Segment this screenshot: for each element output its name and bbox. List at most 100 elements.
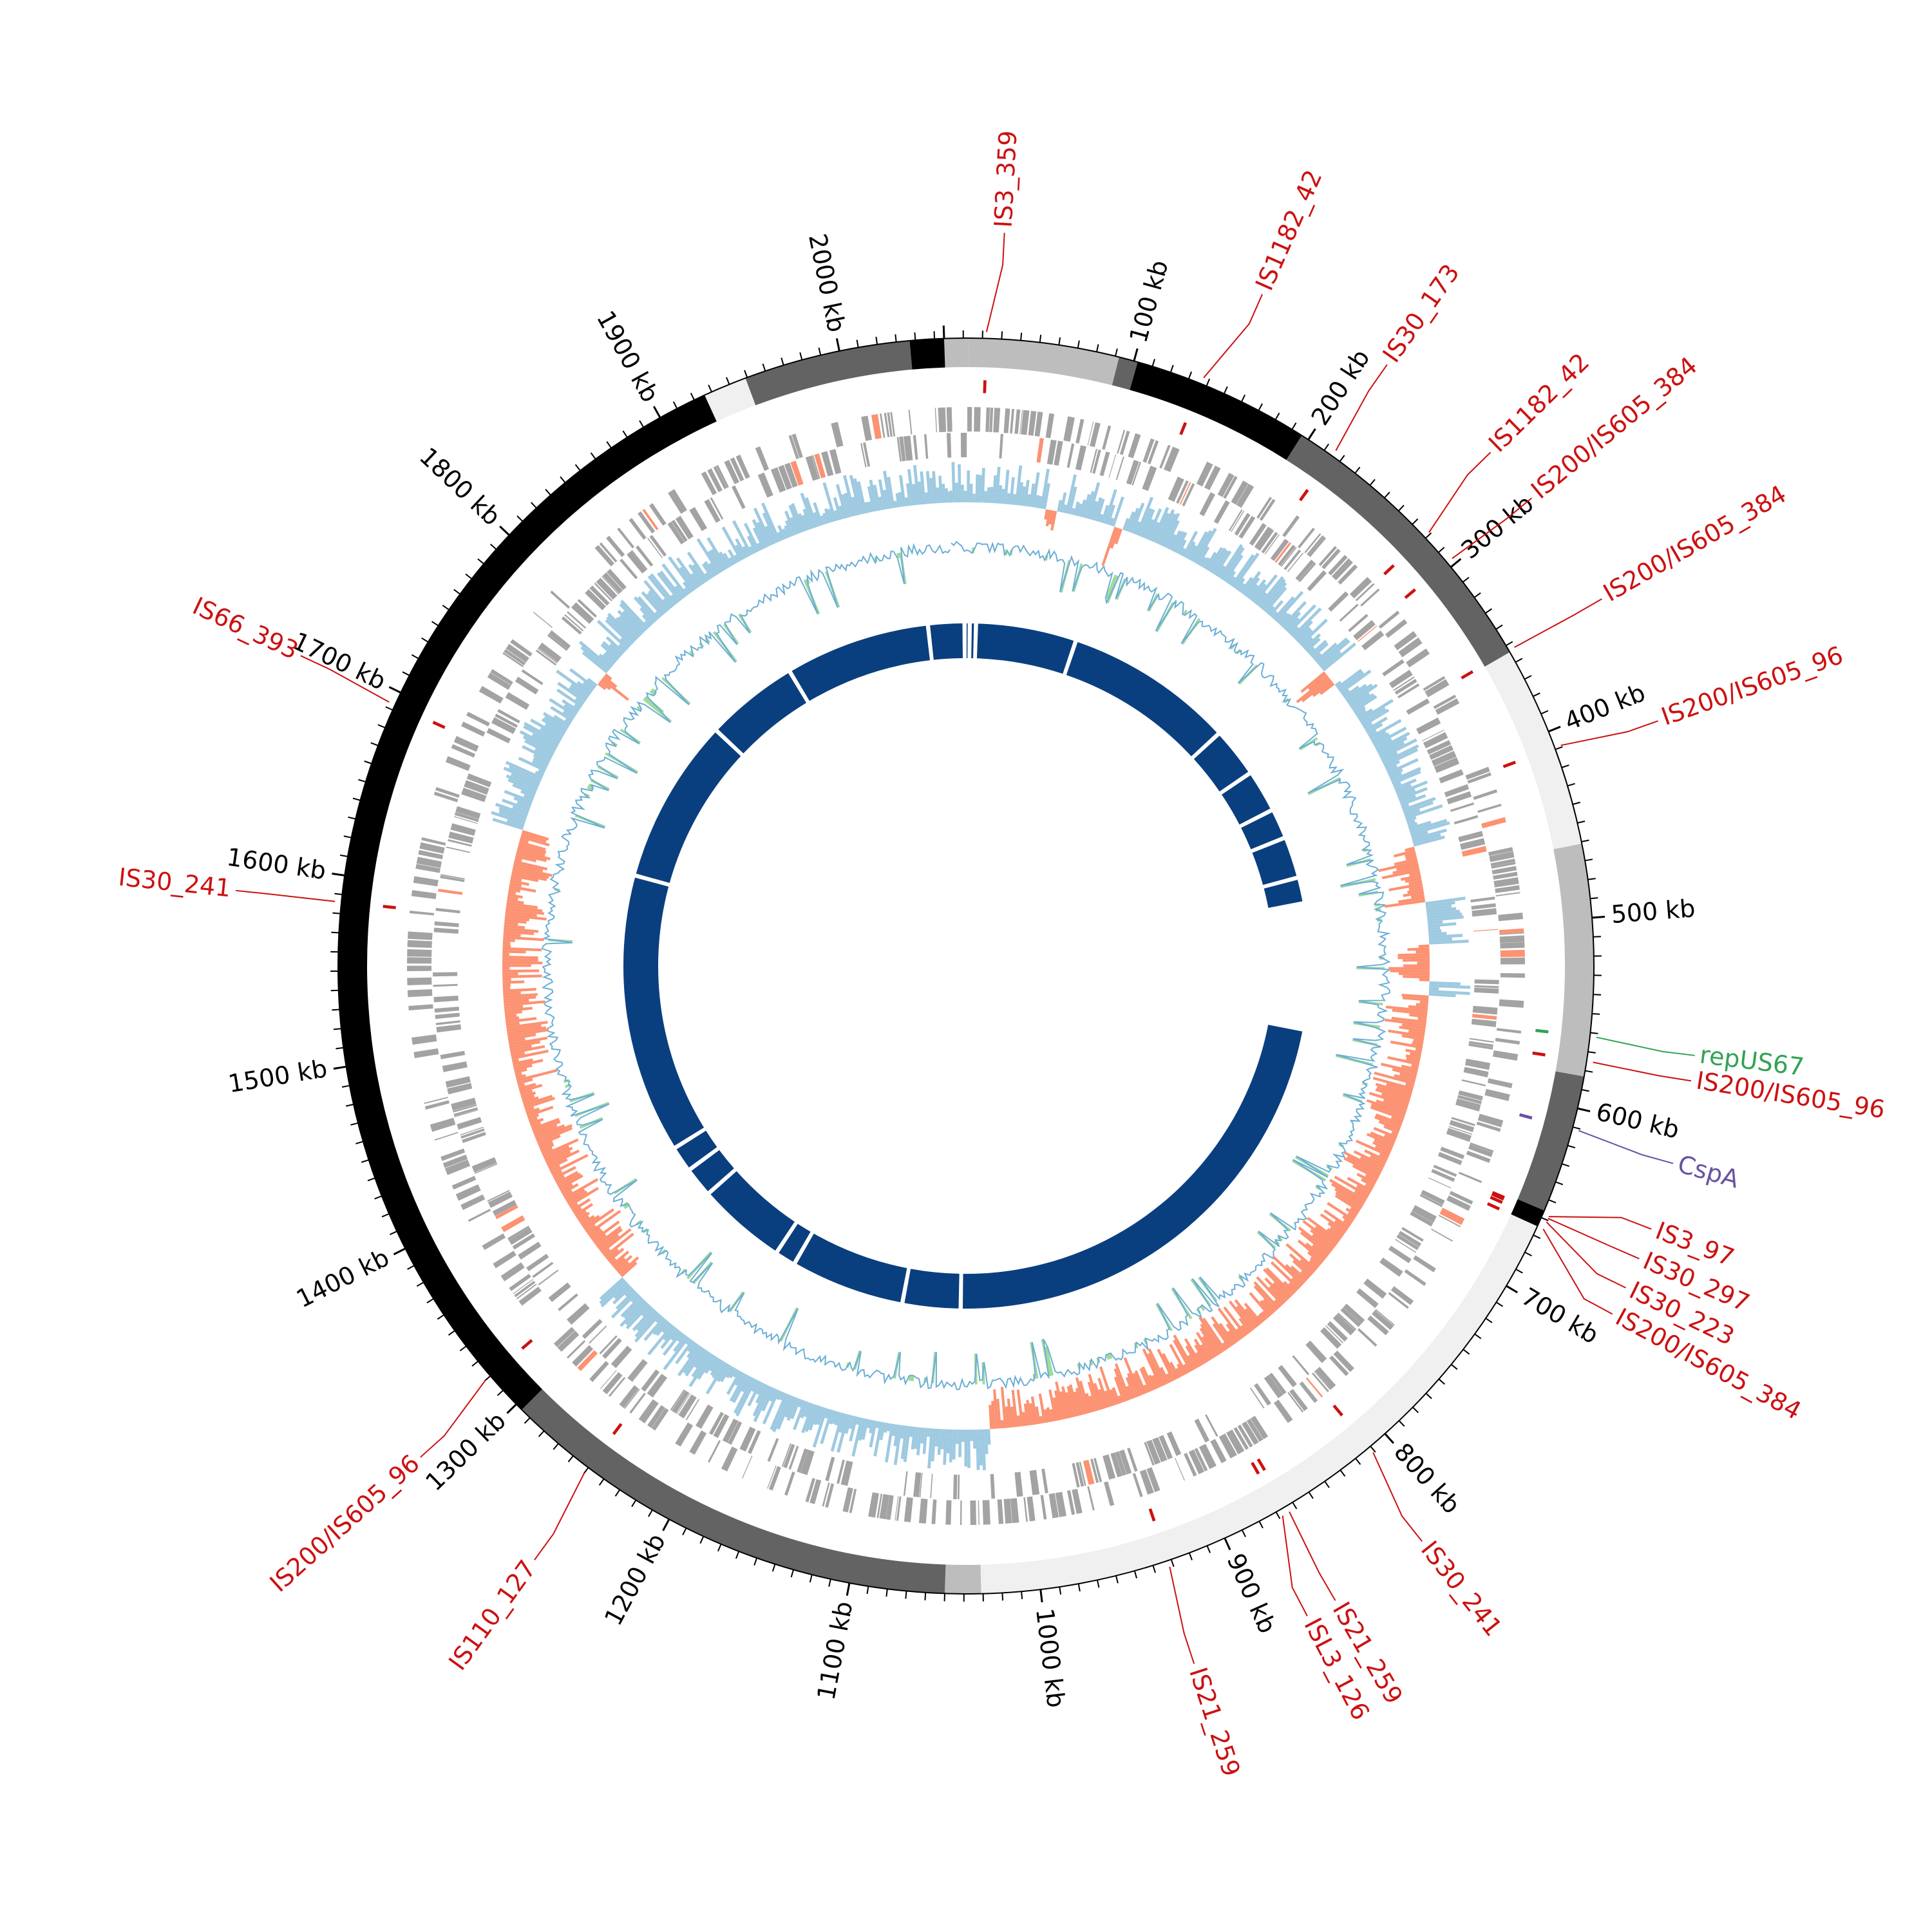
gc-skew-negative-bar <box>1392 866 1419 875</box>
gc-skew-negative-bar <box>526 1107 540 1115</box>
gc-skew-negative-bar <box>513 862 544 873</box>
gc-skew-positive-bar <box>562 710 575 720</box>
gc-skew-positive-bar <box>1312 652 1322 661</box>
minor-tick <box>560 476 566 484</box>
gene-block <box>1315 1367 1336 1390</box>
gc-skew-negative-bar <box>1069 1384 1080 1417</box>
tick-label: 100 kb <box>1124 257 1173 346</box>
gene-block <box>1398 637 1423 658</box>
gc-skew-negative-bar <box>523 1095 553 1107</box>
gc-skew-positive-bar <box>909 1426 914 1437</box>
gene-block <box>599 542 618 563</box>
feature-leader-line <box>300 655 390 703</box>
gc-skew-positive-bar <box>1023 480 1030 507</box>
gene-block <box>1128 433 1141 459</box>
gc-skew-negative-bar <box>1184 1338 1202 1367</box>
gc-skew-positive-bar <box>748 545 755 554</box>
gc-skew-positive-bar <box>634 1311 659 1338</box>
gc-skew-positive-bar <box>682 581 693 594</box>
gene-block <box>424 1100 450 1110</box>
gene-block <box>553 1327 575 1347</box>
gene-block <box>1466 1150 1491 1163</box>
gc-skew-positive-bar <box>1128 507 1140 533</box>
coverage-segment <box>636 732 741 884</box>
gc-skew-positive-bar <box>735 538 748 558</box>
minor-tick <box>762 363 766 372</box>
gc-skew-positive-bar <box>1157 509 1175 545</box>
gene-block <box>1394 1238 1416 1253</box>
gc-skew-positive-bar <box>911 1426 916 1450</box>
gene-block <box>1500 949 1525 958</box>
gc-skew-negative-bar <box>1368 1092 1409 1107</box>
gc-skew-positive-bar <box>1112 496 1124 527</box>
gc-skew-negative-bar <box>1335 1191 1363 1210</box>
feature-label: IS66_393 <box>189 592 303 665</box>
feature-marker <box>1332 1405 1343 1417</box>
gene-block <box>1471 1018 1497 1027</box>
gene-block <box>710 497 724 520</box>
gc-skew-negative-bar <box>1323 1209 1350 1229</box>
gene-block <box>641 1369 660 1392</box>
gene-block <box>1423 732 1448 749</box>
gc-skew-positive-bar <box>827 508 835 523</box>
gc-skew-positive-bar <box>1081 494 1091 518</box>
gene-block <box>412 1034 437 1045</box>
gene-block <box>468 1209 491 1222</box>
gc-skew-positive-bar <box>1268 600 1284 617</box>
gc-skew-positive-bar <box>1291 607 1322 638</box>
gene-block <box>585 589 607 611</box>
gene-block <box>453 1107 478 1117</box>
coverage-segment <box>1264 880 1303 908</box>
gc-skew-positive-bar <box>564 704 578 715</box>
gc-skew-negative-bar <box>1299 1258 1316 1273</box>
gc-skew-positive-bar <box>1199 556 1208 567</box>
gc-skew-positive-bar <box>1399 795 1416 804</box>
gc-skew-negative-bar <box>996 1399 1001 1429</box>
gc-skew-positive-bar <box>770 1392 788 1430</box>
gene-block <box>557 1331 580 1352</box>
gc-skew-positive-bar <box>752 519 768 548</box>
gc-skew-negative-bar <box>1198 1316 1224 1353</box>
gc-skew-positive-bar <box>893 1424 900 1446</box>
gene-block <box>1034 412 1043 437</box>
minor-tick <box>1152 1565 1156 1573</box>
gene-block <box>497 709 520 724</box>
gc-skew-positive-bar <box>670 594 679 604</box>
gc-skew-negative-bar <box>1023 1403 1030 1426</box>
gene-block <box>487 672 511 690</box>
feature-leader-line <box>1169 1566 1195 1664</box>
gc-skew-negative-bar <box>1048 1389 1057 1421</box>
gc-skew-negative-bar <box>592 1220 620 1242</box>
gc-skew-positive-bar <box>1133 521 1141 535</box>
gene-block <box>1299 1381 1318 1403</box>
gc-skew-positive-bar <box>683 587 690 595</box>
gc-skew-negative-bar <box>533 1124 558 1136</box>
contig-segment <box>1517 1071 1584 1211</box>
gc-skew-positive-bar <box>1244 577 1260 597</box>
gc-skew-positive-bar <box>753 507 773 546</box>
gc-skew-positive-bar <box>1251 583 1267 602</box>
gene-block <box>1421 1189 1445 1205</box>
gc-skew-negative-bar <box>1388 882 1423 891</box>
gene-block <box>1473 789 1498 800</box>
gc-skew-negative-bar <box>596 1228 623 1249</box>
minor-tick <box>818 347 822 355</box>
gene-block <box>1226 1429 1245 1455</box>
gene-block <box>1416 717 1441 735</box>
gene-block <box>997 1499 1004 1524</box>
gc-skew-positive-bar <box>1373 726 1407 747</box>
gene-block <box>608 1377 626 1397</box>
gc-skew-positive-bar <box>1026 494 1031 507</box>
gene-block <box>594 545 615 567</box>
gc-skew-positive-bar <box>967 1429 971 1468</box>
minor-tick <box>453 589 461 595</box>
gene-block <box>1146 1439 1160 1465</box>
gc-skew-negative-bar <box>1117 1395 1123 1403</box>
gc-skew-negative-bar <box>1356 1185 1371 1195</box>
gc-skew-positive-bar <box>949 1429 954 1463</box>
gc-skew-positive-bar <box>1299 618 1328 647</box>
gene-block <box>1360 588 1380 607</box>
gc-skew-positive-bar <box>952 1429 956 1460</box>
gc-skew-positive-bar <box>687 1343 699 1359</box>
